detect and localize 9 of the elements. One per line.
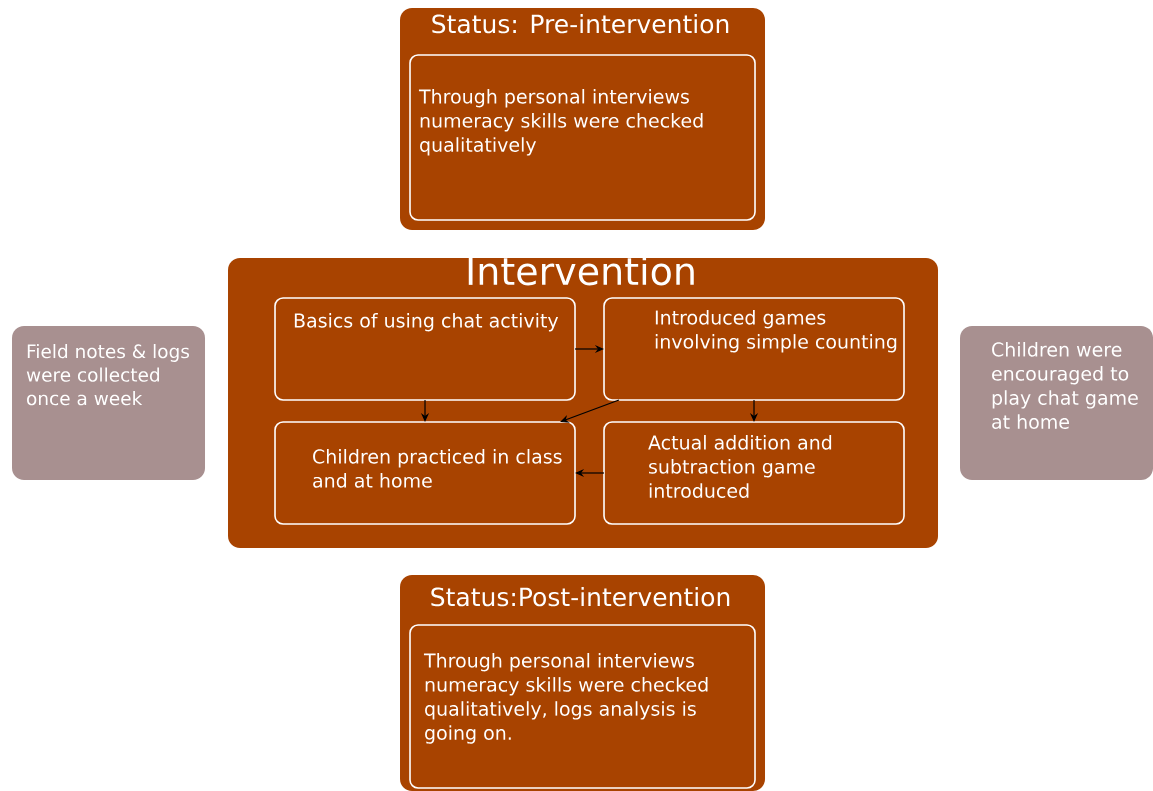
note-box: Field notes & logs were collected once a week — [12, 326, 205, 480]
process-box: Basics of using chat activity — [274, 297, 576, 401]
process-box: Through personal interviews numeracy skills were checked qualitatively, logs analysis is going on. — [409, 624, 756, 789]
note-box: Children were encouraged to play chat game at home — [960, 326, 1153, 480]
process-box: Actual addition and subtraction game introduced — [603, 421, 905, 525]
process-box: Introduced games involving simple counting — [603, 297, 905, 401]
process-box: Children practiced in class and at home — [274, 421, 576, 525]
arrow — [560, 399, 620, 423]
process-box: Through personal interviews numeracy skills were checked qualitatively — [409, 54, 756, 221]
